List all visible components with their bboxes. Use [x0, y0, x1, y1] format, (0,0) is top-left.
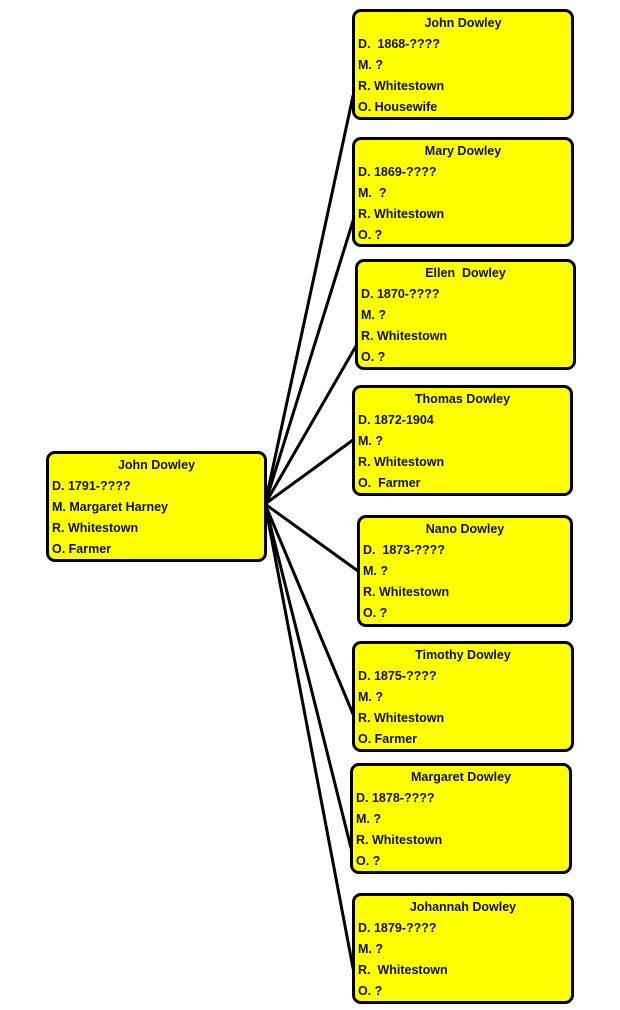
dates-line: D. 1872-1904 — [358, 413, 434, 427]
occupation-line: O. ? — [358, 228, 383, 242]
dates-line: D. 1791-???? — [52, 479, 131, 493]
occupation-line: O. ? — [356, 854, 381, 868]
connector-line-6 — [263, 502, 353, 850]
person-name: Thomas Dowley — [414, 392, 511, 406]
dates-line: D. 1879-???? — [358, 921, 437, 935]
dates-line: D. 1868-???? — [358, 37, 440, 51]
person-name: John Dowley — [117, 458, 196, 472]
child-person-box: Thomas Dowley D. 1872-1904 M. ? R. White… — [352, 385, 573, 496]
connector-line-3 — [263, 438, 355, 506]
occupation-line: O. Farmer — [358, 732, 418, 746]
marriage-line: M. ? — [358, 186, 387, 200]
residence-line: R. Whitestown — [358, 455, 445, 469]
dates-line: D. 1869-???? — [358, 165, 437, 179]
person-name: John Dowley — [424, 16, 502, 30]
residence-line: R. Whitestown — [356, 833, 443, 847]
connector-line-0 — [263, 94, 355, 506]
residence-line: R. Whitestown — [358, 79, 445, 93]
residence-line: R. Whitestown — [358, 711, 445, 725]
connector-line-7 — [263, 502, 355, 970]
dates-line: D. 1875-???? — [358, 669, 437, 683]
child-person-box: Margaret Dowley D. 1878-???? M. ? R. Whi… — [350, 763, 572, 874]
occupation-line: O. ? — [363, 606, 388, 620]
occupation-line: O. Housewife — [358, 100, 438, 114]
occupation-line: O. ? — [361, 350, 386, 364]
dates-line: D. 1870-???? — [361, 287, 440, 301]
connector-line-4 — [263, 502, 360, 573]
child-person-box: John Dowley D. 1868-???? M. ? R. Whitest… — [352, 9, 574, 120]
connector-line-2 — [263, 344, 358, 506]
child-person-box: Timothy Dowley D. 1875-???? M. ? R. Whit… — [352, 641, 574, 752]
person-name: Nano Dowley — [425, 522, 505, 536]
marriage-line: M. ? — [358, 942, 383, 956]
marriage-line: M. Margaret Harney — [52, 500, 169, 514]
occupation-line: O. Farmer — [52, 542, 112, 556]
person-name: Mary Dowley — [424, 144, 502, 158]
occupation-line: O. Farmer — [358, 476, 421, 490]
dates-line: D. 1878-???? — [356, 791, 435, 805]
occupation-line: O. ? — [358, 984, 383, 998]
residence-line: R. Whitestown — [358, 963, 448, 977]
residence-line: R. Whitestown — [361, 329, 448, 343]
connector-line-5 — [263, 502, 355, 716]
marriage-line: M. ? — [356, 812, 381, 826]
residence-line: R. Whitestown — [363, 585, 450, 599]
marriage-line: M. ? — [358, 434, 383, 448]
residence-line: R. Whitestown — [358, 207, 445, 221]
person-name: Ellen Dowley — [425, 266, 506, 280]
marriage-line: M. ? — [361, 308, 386, 322]
child-person-box: Mary Dowley D. 1869-???? M. ? R. Whitest… — [352, 137, 574, 247]
marriage-line: M. ? — [358, 690, 383, 704]
child-person-box: Ellen Dowley D. 1870-???? M. ? R. Whites… — [355, 259, 576, 370]
person-name: Timothy Dowley — [415, 648, 511, 662]
root-person-box: John Dowley D. 1791-???? M. Margaret Har… — [46, 451, 267, 562]
child-person-box: Johannah Dowley D. 1879-???? M. ? R. Whi… — [352, 893, 574, 1004]
person-name: Margaret Dowley — [410, 770, 512, 784]
marriage-line: M. ? — [358, 58, 383, 72]
residence-line: R. Whitestown — [52, 521, 139, 535]
dates-line: D. 1873-???? — [363, 543, 445, 557]
connector-line-1 — [263, 219, 355, 506]
person-name: Johannah Dowley — [409, 900, 517, 914]
child-person-box: Nano Dowley D. 1873-???? M. ? R. Whitest… — [357, 515, 573, 627]
marriage-line: M. ? — [363, 564, 388, 578]
